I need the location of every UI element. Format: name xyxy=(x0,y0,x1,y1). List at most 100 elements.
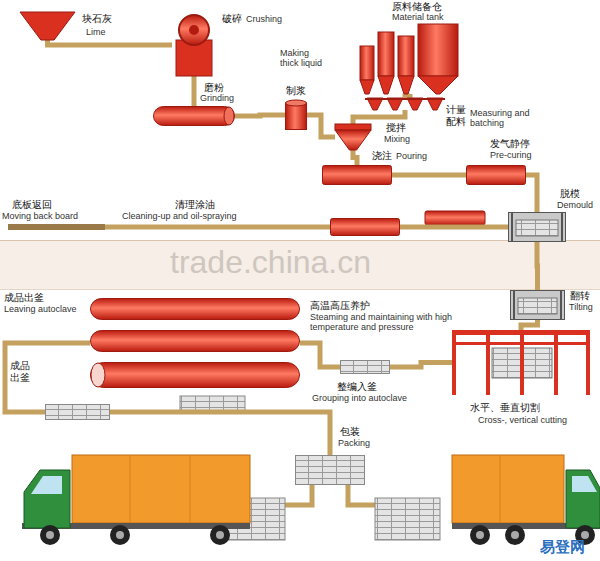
wheel-hub xyxy=(581,531,589,539)
process-label: Lime xyxy=(86,27,106,37)
process-label: Pre-curing xyxy=(490,150,532,160)
equipment-shape xyxy=(285,100,307,130)
process-label: 破碎 xyxy=(222,13,242,25)
machine-frame xyxy=(511,291,565,320)
wheel-hub xyxy=(476,531,484,539)
pipe-connector xyxy=(526,175,537,212)
block-stack xyxy=(375,498,440,540)
pouring-mould: 浇注Pouring xyxy=(322,165,392,185)
silo-body xyxy=(378,32,394,76)
pipe-connector xyxy=(405,94,410,98)
silo-cone xyxy=(360,80,374,94)
mixer-funnel xyxy=(335,130,371,150)
process-label: Cleaning-up and oil-spraying xyxy=(122,211,237,221)
finished-blocks: 成品出釜Leaving autoclave xyxy=(45,404,110,420)
frame-leg xyxy=(486,330,490,395)
process-label: 清理涂油 xyxy=(175,199,215,211)
truck-wheel xyxy=(40,525,60,545)
drum-end xyxy=(224,107,234,125)
truck-wheel xyxy=(470,525,490,545)
equipment-shape xyxy=(510,290,565,320)
mould-box xyxy=(323,166,392,185)
cake-block xyxy=(516,220,558,236)
process-label: 高温高压养护 xyxy=(310,300,370,312)
hopper-body xyxy=(20,12,75,40)
process-label: 水平、垂直切割 xyxy=(470,402,540,414)
autoclave-drum xyxy=(91,331,300,352)
autoclave-drum xyxy=(91,299,300,320)
equipment-shape xyxy=(20,12,75,40)
wheel-hub xyxy=(511,531,519,539)
truck-wheel xyxy=(110,525,130,545)
frame-leg xyxy=(586,330,590,395)
wheel-hub xyxy=(46,531,54,539)
frame-leg xyxy=(554,330,558,395)
process-label: 制浆 xyxy=(286,85,306,97)
machine-post xyxy=(514,290,561,320)
process-label: 磨粉 xyxy=(204,82,224,94)
block-stack xyxy=(296,456,365,485)
pipe-connector xyxy=(48,40,173,45)
equipment-shape xyxy=(45,404,110,420)
process-label: Packing xyxy=(338,438,370,448)
pipe-connector xyxy=(392,173,466,178)
grinding-mill: 磨粉Grinding xyxy=(153,106,235,126)
process-label: 计量 配料 xyxy=(446,104,468,127)
cutting-machine: 水平、垂直切割Cross-, vertical cutting xyxy=(452,330,590,395)
truck-box xyxy=(452,455,564,523)
block-cart: 整编入釜Grouping into autoclave xyxy=(340,360,390,374)
process-label: Making thick liquid xyxy=(280,48,324,69)
packed-blocks: 包装Packing xyxy=(295,455,365,485)
silo-body xyxy=(398,36,414,76)
truck-wheel xyxy=(505,525,525,545)
cake-block xyxy=(518,298,557,314)
process-label: Crushing xyxy=(246,14,282,24)
pipe-connector xyxy=(400,225,508,230)
bottom-board: 底板返回Moving back board xyxy=(8,224,105,230)
process-label: Moving back board xyxy=(2,211,78,221)
equipment-shape xyxy=(153,106,235,126)
process-label: Tilting xyxy=(569,302,593,312)
truck-wheel xyxy=(210,525,230,545)
conveyor-band xyxy=(0,240,600,290)
pipe-connector xyxy=(353,150,357,165)
crusher-wheel xyxy=(179,15,209,45)
process-label: 发气静停 xyxy=(490,138,530,150)
process-label: 翻转 xyxy=(570,290,590,302)
batching-scale: 计量 配料Measuring and batching xyxy=(365,98,445,110)
watermark: trade.china.cn xyxy=(170,244,371,281)
equipment-shape xyxy=(330,218,400,236)
machine-post xyxy=(512,212,562,242)
equipment-shape xyxy=(322,165,392,185)
frame-leg xyxy=(520,330,524,395)
process-label: Material tank xyxy=(392,12,444,22)
demoulding-machine: 脱模Demould xyxy=(508,212,566,242)
process-label: 底板返回 xyxy=(12,199,52,211)
equipment-shape xyxy=(295,455,365,485)
truck-seam xyxy=(500,455,501,523)
block-stack xyxy=(46,405,110,420)
conveyor-pipe xyxy=(285,485,375,505)
pipe-connector xyxy=(192,76,197,106)
wheel-hub xyxy=(216,531,224,539)
equipment-shape xyxy=(335,124,371,150)
process-label: Pouring xyxy=(396,151,427,161)
truck-window xyxy=(31,476,62,494)
mixer-top xyxy=(335,124,371,130)
tank-body xyxy=(286,103,307,130)
wheel-hub xyxy=(116,531,124,539)
truck-seam xyxy=(130,455,190,523)
equipment-shape xyxy=(466,165,526,185)
equipment-shape xyxy=(360,24,460,94)
autoclave: 高温高压养护Steaming and maintaining with high… xyxy=(90,298,300,388)
scale-beam xyxy=(365,98,445,100)
equipment-shape xyxy=(508,212,566,242)
crusher: 破碎Crushing xyxy=(172,14,216,76)
crusher-hub xyxy=(189,25,199,35)
truck-window xyxy=(572,476,597,492)
watermark: 易登网 xyxy=(540,538,585,555)
silo-cone xyxy=(418,76,458,94)
process-label: 块石灰 xyxy=(82,13,112,25)
equipment-shape xyxy=(8,224,105,230)
